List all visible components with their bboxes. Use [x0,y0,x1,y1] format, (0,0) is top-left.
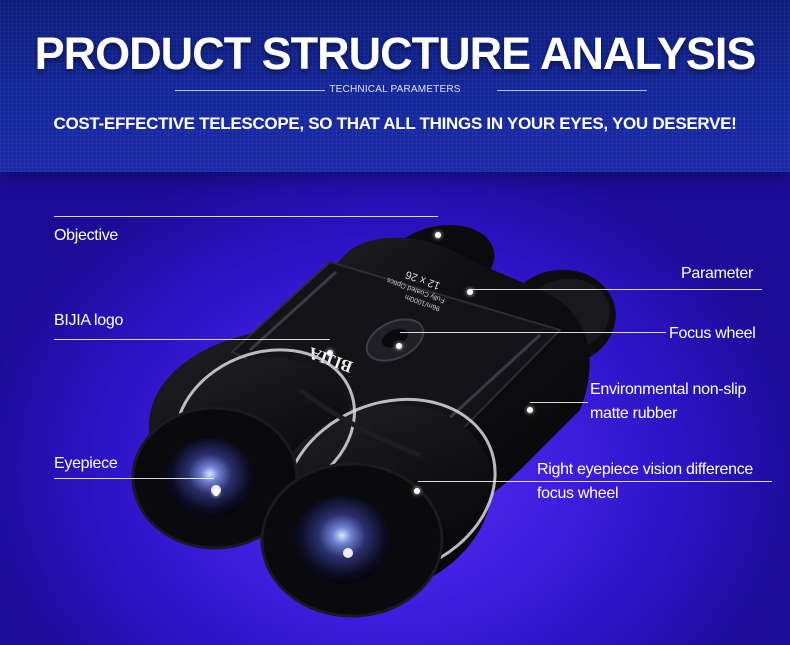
callout-dot-bijia-logo [327,350,333,356]
callout-dot-objective [435,232,441,238]
callout-line-parameter [470,289,762,290]
callout-objective: Objective [54,227,118,244]
callout-line-eyepiece [54,478,214,479]
callout-line-focus-wheel [400,332,666,333]
callout-dot-rubber [527,407,533,413]
callout-line-right-eyepiece [418,481,772,482]
lens-glint [343,548,353,558]
callout-dot-right-eyepiece [414,488,420,494]
eyepiece-lens-right [294,496,390,584]
callout-dot-eyepiece [213,490,219,496]
callout-line-rubber [530,402,588,403]
tagline: COST-EFFECTIVE TELESCOPE, SO THAT ALL TH… [53,114,737,133]
callout-rubber-line2: matte rubber [590,405,678,422]
subtitle-row: TECHNICAL PARAMETERS [0,84,790,98]
page-title: PRODUCT STRUCTURE ANALYSIS [34,28,757,79]
subtitle-divider-right [497,90,647,91]
callout-line-objective [54,216,438,217]
callout-rubber-line1: Environmental non-slip [590,381,747,398]
callout-line-bijia-logo [54,339,330,340]
header-band: PRODUCT STRUCTURE ANALYSIS TECHNICAL PAR… [0,0,790,172]
callout-right-eyepiece-line1: Right eyepiece vision difference [537,461,754,478]
subtitle: TECHNICAL PARAMETERS [329,84,461,95]
focus-wheel-hub [381,328,409,348]
callout-parameter: Parameter [681,265,753,282]
callout-bijia-logo: BIJIA logo [54,312,124,329]
lanyard [298,387,421,458]
callout-focus-wheel: Focus wheel [669,325,756,342]
bridge-ridge [248,270,338,352]
callout-eyepiece: Eyepiece [54,455,118,472]
subtitle-divider-left [175,90,325,91]
callout-dot-parameter [467,289,473,295]
callout-right-eyepiece-line2: focus wheel [537,485,619,502]
callout-dot-focus-wheel [396,343,402,349]
